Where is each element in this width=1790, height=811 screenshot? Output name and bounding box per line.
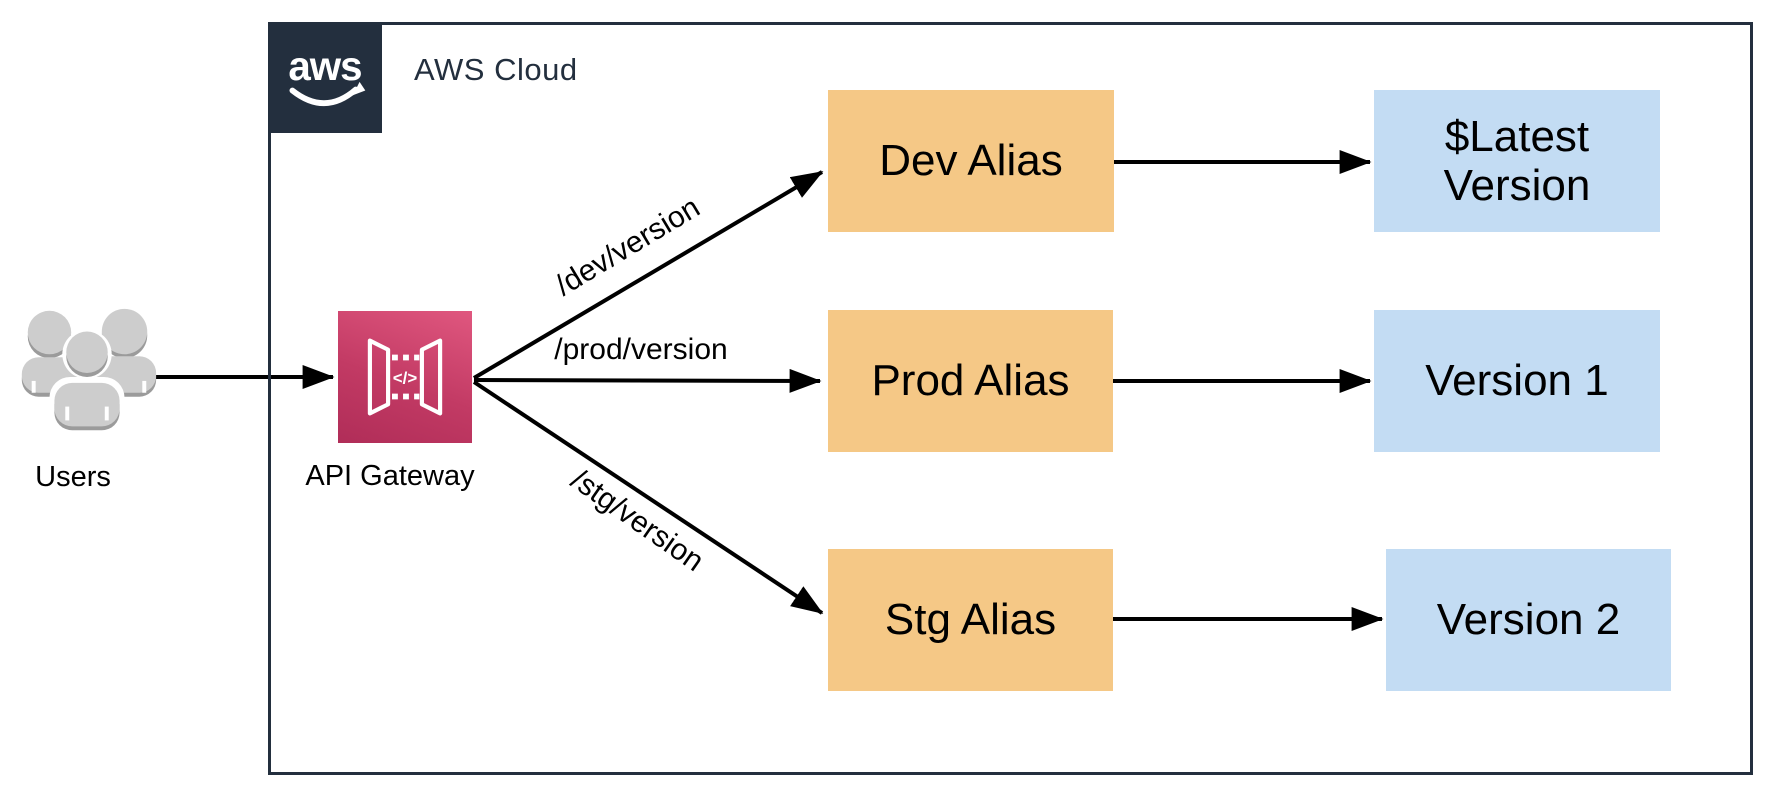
api-gateway-glyph: </> [367,338,443,416]
stg-alias-box: Stg Alias [828,549,1113,691]
dev-alias-box: Dev Alias [828,90,1114,232]
version-2-box: Version 2 [1386,549,1671,691]
api-gateway-icon: </> [338,311,472,443]
arrow-apigateway-to-dev-alias [472,170,824,380]
aws-logo: aws [268,22,382,133]
arrow-apigateway-to-prod-alias [473,368,822,393]
aws-cloud-title: AWS Cloud [414,52,578,87]
svg-text:</>: </> [393,369,418,388]
api-gateway-label: API Gateway [305,460,475,492]
edge-label-prod-path: /prod/version [554,333,728,366]
version-1-box: Version 1 [1374,310,1660,452]
arrow-apigateway-to-stg-alias [472,380,824,615]
prod-alias-box: Prod Alias [828,310,1113,452]
users-icon [8,303,166,445]
aws-cloud-group-border [268,22,1753,775]
users-label: Users [35,461,111,493]
latest-version-box: $Latest Version [1374,90,1660,232]
aws-logo-icon: aws [288,42,366,106]
aws-logo-text: aws [288,42,361,88]
